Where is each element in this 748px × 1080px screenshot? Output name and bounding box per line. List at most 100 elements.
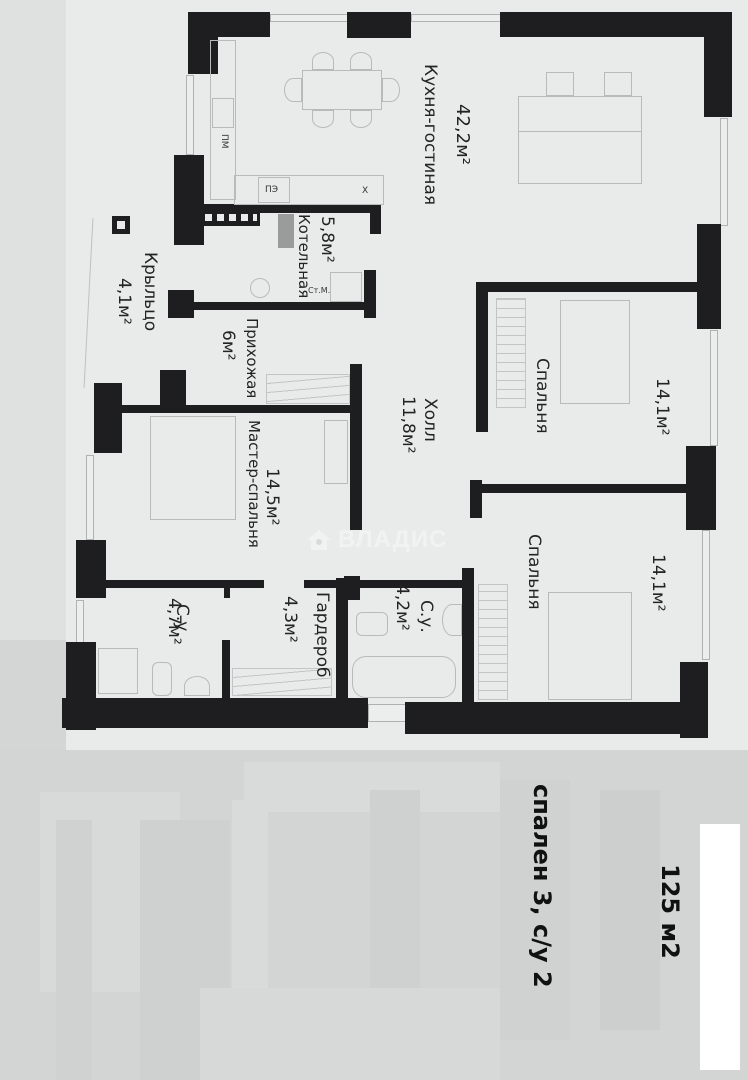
sink-bath2 bbox=[442, 604, 462, 636]
wall-bath2-top bbox=[422, 580, 466, 588]
washing-machine-label: Ст.М. bbox=[308, 286, 331, 295]
bg-patch bbox=[200, 988, 500, 1080]
wall-left-2 bbox=[174, 155, 204, 245]
room-name-entrance: Прихожая bbox=[243, 318, 261, 399]
wall-right-3 bbox=[686, 446, 716, 530]
stove bbox=[258, 177, 290, 203]
chair bbox=[284, 78, 302, 102]
toilet-bath1 bbox=[152, 662, 172, 696]
room-name-wardrobe: Гардероб bbox=[312, 592, 332, 678]
stove-label: ПЭ bbox=[265, 185, 279, 195]
bg-patch bbox=[370, 790, 420, 990]
house-key-icon bbox=[307, 530, 331, 550]
kitchen-counter-left bbox=[210, 40, 236, 200]
photo-background-left bbox=[0, 0, 72, 640]
room-name-bathroom-2: С.у. bbox=[416, 600, 436, 633]
wall-top-mid bbox=[347, 12, 411, 38]
wall-bedroom-divider-stub bbox=[470, 480, 482, 518]
window-top-1 bbox=[270, 14, 348, 22]
total-area-annotation: 125 м2 bbox=[656, 864, 684, 959]
fridge-label: Х bbox=[362, 186, 369, 196]
wall-boiler-right bbox=[364, 270, 376, 318]
room-name-bedroom-1: Спальня bbox=[532, 358, 552, 434]
wall-left-5 bbox=[76, 540, 106, 598]
room-name-boiler: Котельная bbox=[295, 214, 313, 299]
sofa-back bbox=[518, 96, 642, 132]
wall-right-top bbox=[704, 12, 732, 117]
room-area-hall: 11,8м² bbox=[398, 396, 418, 454]
room-area-bathroom-1: 4,7м² bbox=[164, 598, 184, 645]
wall-kitchen-boiler bbox=[200, 204, 380, 213]
wall-bottom-right bbox=[405, 702, 705, 734]
desk-master bbox=[324, 420, 348, 484]
wall-bath1-right bbox=[222, 640, 230, 700]
kitchen-sink bbox=[212, 98, 234, 128]
room-name-hall: Холл bbox=[420, 398, 440, 442]
porch-post-hole bbox=[117, 221, 125, 229]
wall-entrance-column bbox=[160, 370, 186, 412]
bed-bedroom-1 bbox=[560, 300, 630, 404]
window-left-1 bbox=[186, 75, 194, 155]
room-name-porch: Крыльцо bbox=[140, 252, 160, 332]
boiler-unit bbox=[278, 214, 294, 248]
armchair bbox=[604, 72, 632, 96]
chair bbox=[350, 110, 372, 128]
wall-top-right bbox=[500, 12, 732, 37]
armchair bbox=[546, 72, 574, 96]
wall-entrance-master bbox=[106, 405, 362, 413]
room-area-entrance: 6м² bbox=[218, 330, 238, 361]
window-right-2 bbox=[710, 330, 718, 446]
bg-patch bbox=[56, 820, 92, 1080]
wall-bath2-right bbox=[462, 568, 474, 702]
room-name-kitchen-living: Кухня-гостиная bbox=[420, 64, 440, 206]
room-name-bedroom-2: Спальня bbox=[524, 534, 544, 610]
room-area-master-bedroom: 14,5м² bbox=[262, 468, 282, 526]
chair bbox=[382, 78, 400, 102]
wall-wardrobe-right bbox=[336, 578, 348, 700]
wall-right-2 bbox=[697, 224, 721, 329]
entrance-closet bbox=[266, 374, 350, 404]
chair bbox=[312, 52, 334, 70]
wall-master-bath bbox=[104, 580, 264, 588]
window-left-master bbox=[86, 455, 94, 540]
wall-master-left bbox=[94, 383, 122, 453]
white-label-box bbox=[700, 824, 740, 1070]
bed-master bbox=[150, 416, 236, 520]
wardrobe-rack bbox=[232, 668, 332, 696]
window-right-1 bbox=[720, 118, 728, 226]
room-area-bedroom-1: 14,1м² bbox=[652, 378, 672, 436]
boiler-drain bbox=[250, 278, 270, 298]
room-area-kitchen-living: 42,2м² bbox=[452, 104, 473, 165]
wall-bedroom-divider bbox=[470, 484, 690, 493]
room-area-wardrobe: 4,3м² bbox=[280, 596, 300, 643]
bed-bedroom-2 bbox=[548, 592, 632, 700]
chair bbox=[350, 52, 372, 70]
washing-machine bbox=[330, 272, 362, 302]
room-area-boiler: 5,8м² bbox=[317, 216, 337, 263]
rooms-summary-annotation: спален 3, с/у 2 bbox=[528, 784, 556, 988]
sink-bath1 bbox=[184, 676, 210, 696]
wall-wardrobe-column bbox=[344, 576, 360, 600]
bedroom2-closet bbox=[478, 584, 508, 700]
room-area-bedroom-2: 14,1м² bbox=[648, 554, 668, 612]
bathtub bbox=[352, 656, 456, 698]
chair bbox=[312, 110, 334, 128]
room-name-master-bedroom: Мастер-спальня bbox=[245, 420, 263, 548]
wall-wardrobe-top bbox=[304, 580, 424, 588]
window-top-2 bbox=[411, 14, 501, 22]
room-area-bathroom-2: 4,2м² bbox=[392, 584, 412, 631]
wall-kitchen-boiler-end bbox=[370, 204, 381, 234]
bedroom1-closet bbox=[496, 298, 526, 408]
wall-corner-top-left bbox=[188, 12, 218, 74]
lower-photo-area bbox=[0, 750, 748, 1080]
window-left-bath bbox=[76, 600, 84, 644]
wall-bath1-stub bbox=[224, 584, 230, 598]
wall-hall-left bbox=[350, 364, 362, 530]
dining-table bbox=[302, 70, 382, 110]
vent-holes bbox=[205, 214, 257, 221]
bg-patch bbox=[232, 800, 268, 990]
wall-bedroom1-left bbox=[476, 282, 488, 432]
toilet-bath2 bbox=[356, 612, 388, 636]
wall-left-3 bbox=[168, 290, 194, 318]
door-bottom bbox=[368, 704, 408, 722]
